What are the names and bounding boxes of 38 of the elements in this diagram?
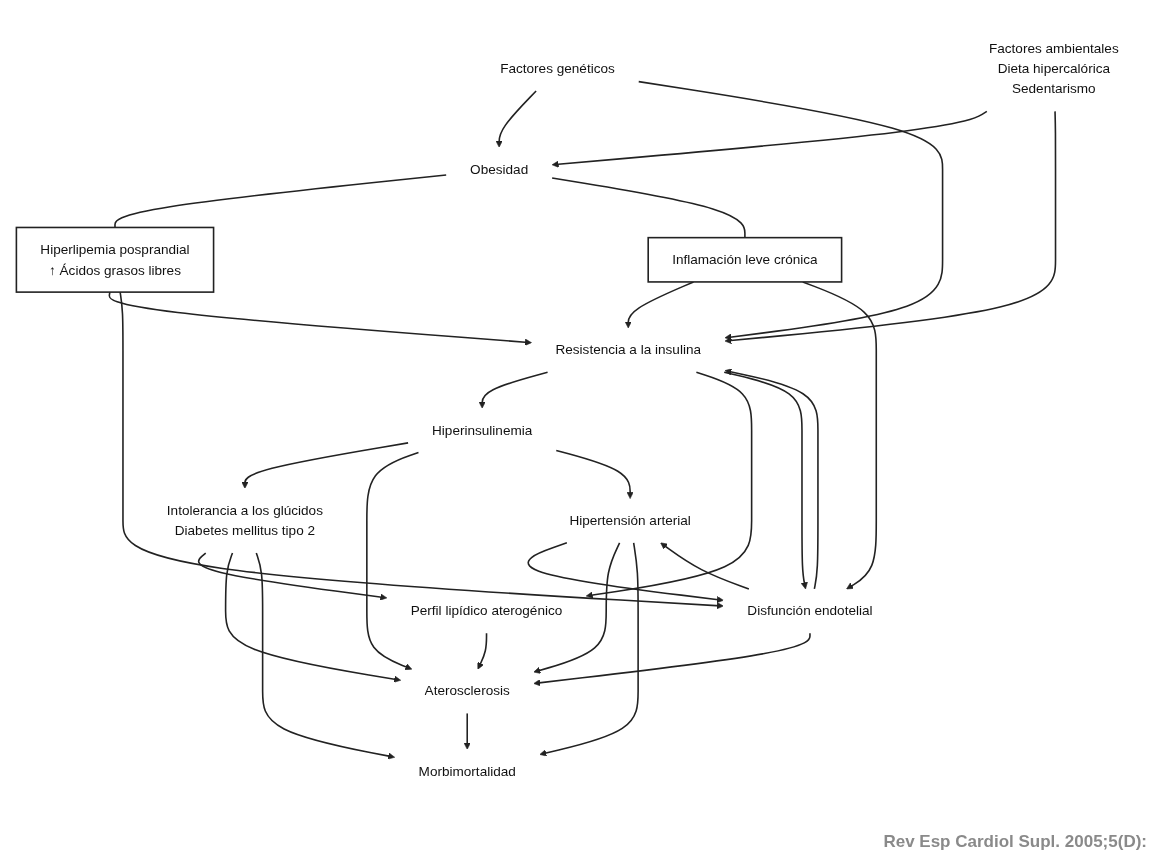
arrow	[551, 110, 988, 168]
arrow	[637, 80, 944, 341]
arrow	[533, 632, 811, 687]
arrow	[724, 110, 1057, 344]
arrow	[495, 90, 537, 148]
arrow	[585, 371, 753, 599]
arrow	[224, 552, 401, 683]
node-text: Factores ambientales Dieta hipercalórica Sedentarismo	[988, 40, 1119, 97]
node-text: Aterosclerosis	[424, 683, 510, 699]
node-box: Inflamación leve crónica	[647, 236, 843, 283]
node-text: Hipertensión arterial	[569, 512, 691, 529]
connector	[114, 174, 447, 229]
arrow	[197, 552, 388, 601]
node-text: Disfunción endotelial	[747, 603, 873, 619]
arrow	[539, 542, 639, 757]
arrow	[478, 371, 549, 409]
source-citation: Rev Esp Cardiol Supl. 2005;5(D):	[883, 832, 1147, 852]
arrow	[624, 281, 695, 329]
arrow	[533, 542, 621, 674]
node-text: Hiperinsulinemia	[432, 422, 533, 438]
arrow	[527, 542, 724, 604]
arrow	[555, 449, 634, 499]
arrow	[660, 542, 750, 590]
arrow	[366, 451, 420, 671]
connector	[551, 177, 746, 239]
node-text: Factores genéticos	[500, 61, 615, 77]
node-text: Resistencia a la insulina	[555, 342, 702, 358]
node-text: Intolerancia a los glúcidos Diabetes mellitus tipo 2	[166, 502, 323, 539]
node-text: Obesidad	[470, 161, 529, 177]
node-box: Hiperlipemia posprandial ↑ Ácidos grasos libres	[15, 226, 215, 293]
arrow	[477, 632, 488, 670]
arrow	[241, 442, 409, 489]
arrow	[463, 712, 471, 750]
node-text: Perfil lipídico aterogénico	[410, 603, 563, 619]
arrow	[108, 291, 532, 346]
arrow	[119, 291, 724, 610]
arrow	[255, 552, 395, 760]
node-text: Morbimortalidad	[418, 763, 516, 779]
